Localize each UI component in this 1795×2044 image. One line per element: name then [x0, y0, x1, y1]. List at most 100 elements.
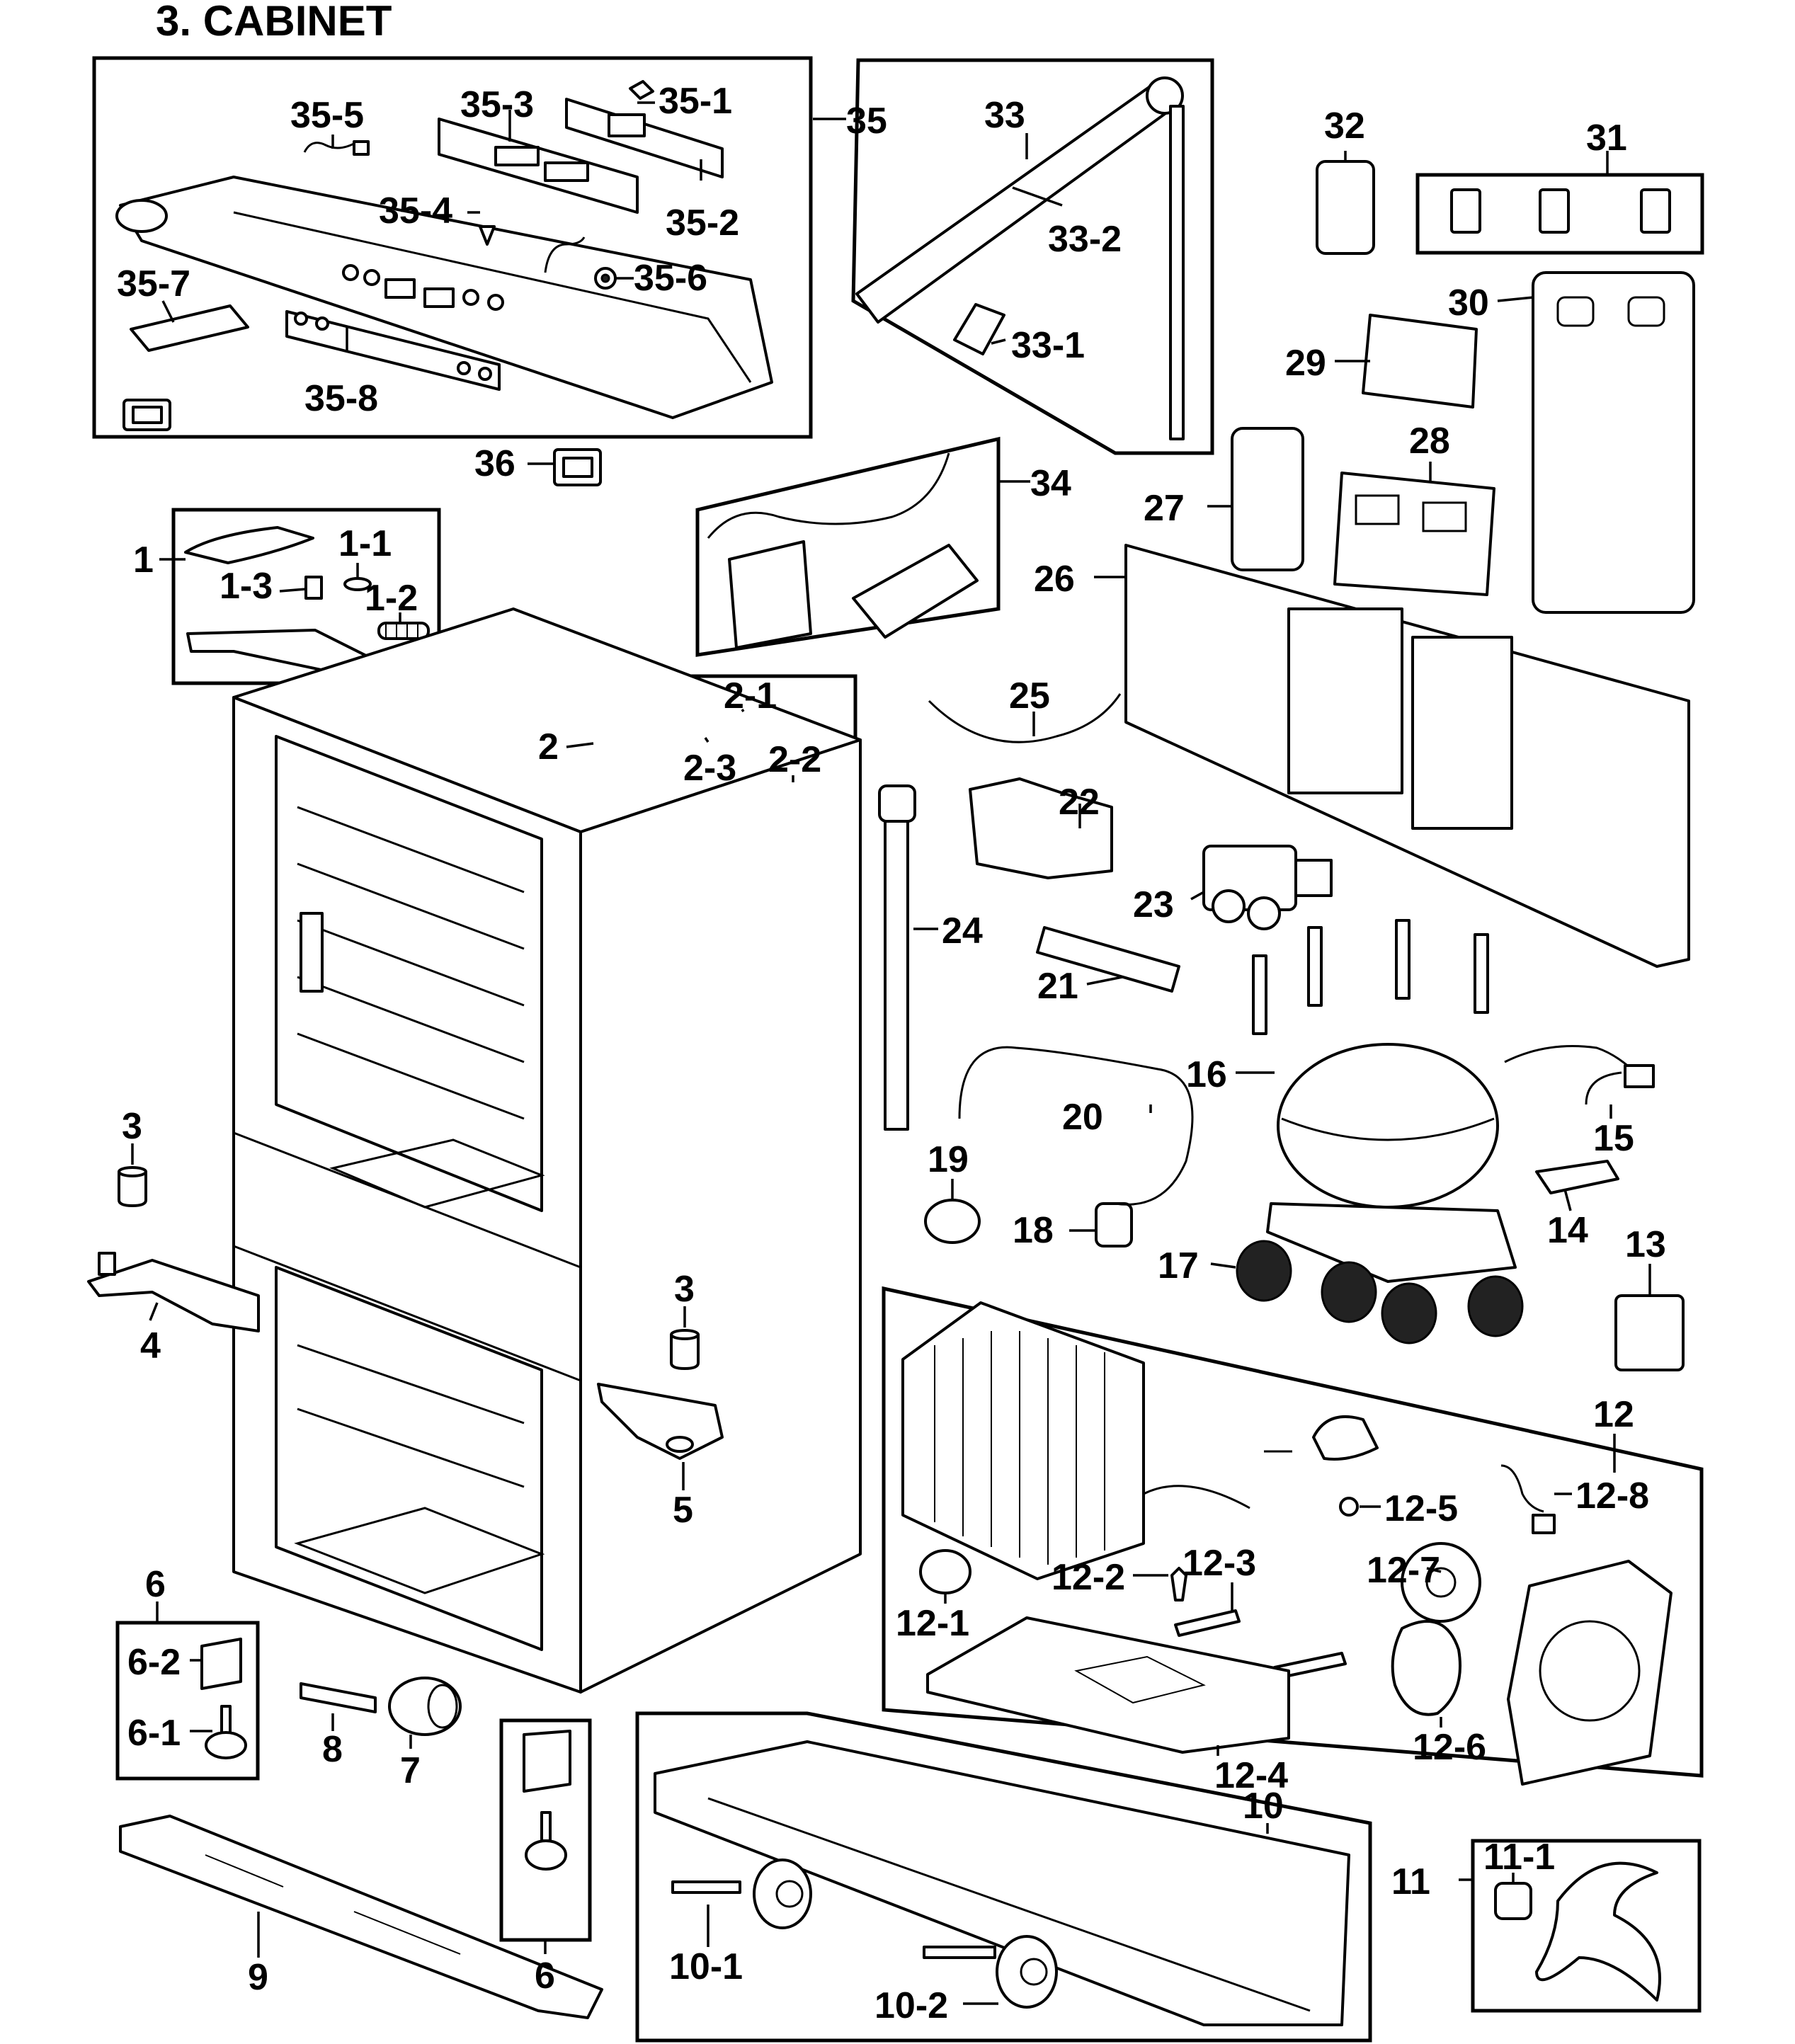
part-labels: 35 35-1 35-2 35-3 35-4 35-5 35-6 35-7 35…: [117, 81, 1666, 2026]
water-valve-23: [1202, 845, 1333, 930]
label-1: 1: [133, 539, 154, 581]
label-23: 23: [1133, 884, 1174, 925]
label-6-left: 6: [145, 1564, 166, 1605]
cover-32: [1316, 160, 1375, 255]
leveling-leg-6-left: [200, 1638, 247, 1759]
label-18: 18: [1013, 1210, 1054, 1251]
label-12-1: 12-1: [896, 1603, 969, 1644]
dryer-21: [1036, 926, 1180, 993]
compressor-body: [1277, 1043, 1499, 1209]
wheel-10-1-hub: [775, 1880, 804, 1908]
label-1-3: 1-3: [220, 566, 273, 607]
label-35-7: 35-7: [117, 263, 190, 304]
top-cover-left-end: [115, 199, 168, 233]
cap-3-left: [118, 1170, 147, 1207]
label-15: 15: [1593, 1118, 1634, 1159]
label-35-1: 35-1: [659, 81, 732, 122]
leader-30: [1497, 296, 1534, 302]
label-12-7: 12-7: [1367, 1550, 1440, 1591]
label-14: 14: [1547, 1210, 1588, 1251]
label-28: 28: [1409, 421, 1450, 462]
hinge-1-arm: [184, 526, 314, 564]
evaporator-12: [901, 1301, 1250, 1580]
fridge-floor: [329, 1138, 545, 1209]
base-plate-10: [654, 1740, 1350, 2026]
label-10-2: 10-2: [874, 1985, 948, 2026]
fan-shroud-ring: [1539, 1620, 1641, 1722]
tube-33-2-end: [1146, 76, 1184, 115]
grommet-17: [1381, 1282, 1437, 1344]
bracket-33-1: [953, 303, 1005, 355]
capillary-20: [958, 1046, 1194, 1206]
pcb-cover-30: [1532, 271, 1695, 614]
pcb-34: [728, 540, 812, 649]
top-cover-hole: [487, 294, 504, 311]
label-21: 21: [1037, 966, 1078, 1007]
label-11: 11: [1391, 1861, 1430, 1902]
pcb-cover-opening: [1556, 296, 1595, 327]
roller-7-hub: [427, 1684, 458, 1729]
bracket-34: [852, 544, 979, 639]
spring-1-2: [377, 622, 430, 640]
top-cover-hole: [342, 264, 359, 281]
gasket-35-8: [285, 310, 501, 391]
freezer-rail: [297, 1408, 525, 1488]
wire-harness-34: [707, 452, 979, 649]
clip-1-1: [343, 577, 372, 591]
valve-outlet: [1294, 859, 1333, 897]
group-box-34: [695, 436, 1001, 657]
group-box-6-left: [115, 1621, 260, 1781]
label-12-3: 12-3: [1183, 1543, 1256, 1584]
label-3-right: 3: [674, 1269, 695, 1310]
freezer-compartment: [275, 1266, 543, 1651]
sensor-wire: [544, 236, 586, 273]
label-17: 17: [1158, 1245, 1199, 1286]
shelf-rail: [297, 862, 525, 950]
lower-hinge-5: [597, 1383, 724, 1460]
grille-9-body: [119, 1815, 603, 2019]
compressor-bolt: [1307, 926, 1323, 1007]
leader-33-1: [991, 338, 1006, 345]
main-pcb-chip: [1422, 501, 1467, 532]
fridge-compartment: [275, 735, 543, 1212]
label-31: 31: [1586, 118, 1627, 159]
diagram-title: 3. CABINET: [156, 0, 392, 45]
grille-9-vent: [353, 1911, 461, 1955]
label-12-4: 12-4: [1214, 1755, 1288, 1796]
grommet-17: [1236, 1240, 1292, 1302]
top-cover-slot: [384, 278, 416, 299]
gasket-hole: [478, 367, 492, 381]
hinge-5-pin: [666, 1436, 694, 1453]
wire-35-5: [303, 140, 358, 153]
grommet-17: [1467, 1275, 1524, 1337]
label-35-5: 35-5: [290, 95, 364, 136]
grille-9-vent: [205, 1854, 284, 1888]
cap-1-3: [304, 576, 323, 600]
valve-port: [1247, 896, 1281, 930]
sensor-12-1: [919, 1549, 971, 1594]
cabinet-side: [579, 738, 862, 1694]
leader-2: [566, 742, 594, 748]
base-plate-edge: [707, 1797, 1311, 2012]
display-pcb-board: [565, 98, 724, 178]
leader-4: [149, 1302, 159, 1321]
label-35-2: 35-2: [666, 202, 739, 244]
label-30: 30: [1448, 282, 1489, 324]
hinge-tube-33: [855, 76, 1185, 440]
label-35-6: 35-6: [634, 258, 707, 299]
roller-7: [388, 1677, 462, 1736]
gasket-27: [1231, 427, 1304, 571]
display-pcb-35-2: [565, 98, 724, 178]
wheel-10-2-hub: [1020, 1958, 1048, 1986]
freezer-rail: [297, 1344, 525, 1424]
shelf-rail: [297, 1032, 525, 1120]
leg-6-bottom-foot: [525, 1839, 567, 1871]
cap-3-left-top: [118, 1166, 147, 1177]
label-12-6: 12-6: [1413, 1727, 1486, 1768]
shelf-rail: [297, 919, 525, 1007]
cabinet-divider: [233, 1245, 581, 1382]
group-box-10: [635, 1711, 1372, 2043]
refrigerator-cabinet: [232, 607, 862, 1694]
label-12: 12: [1593, 1394, 1634, 1435]
